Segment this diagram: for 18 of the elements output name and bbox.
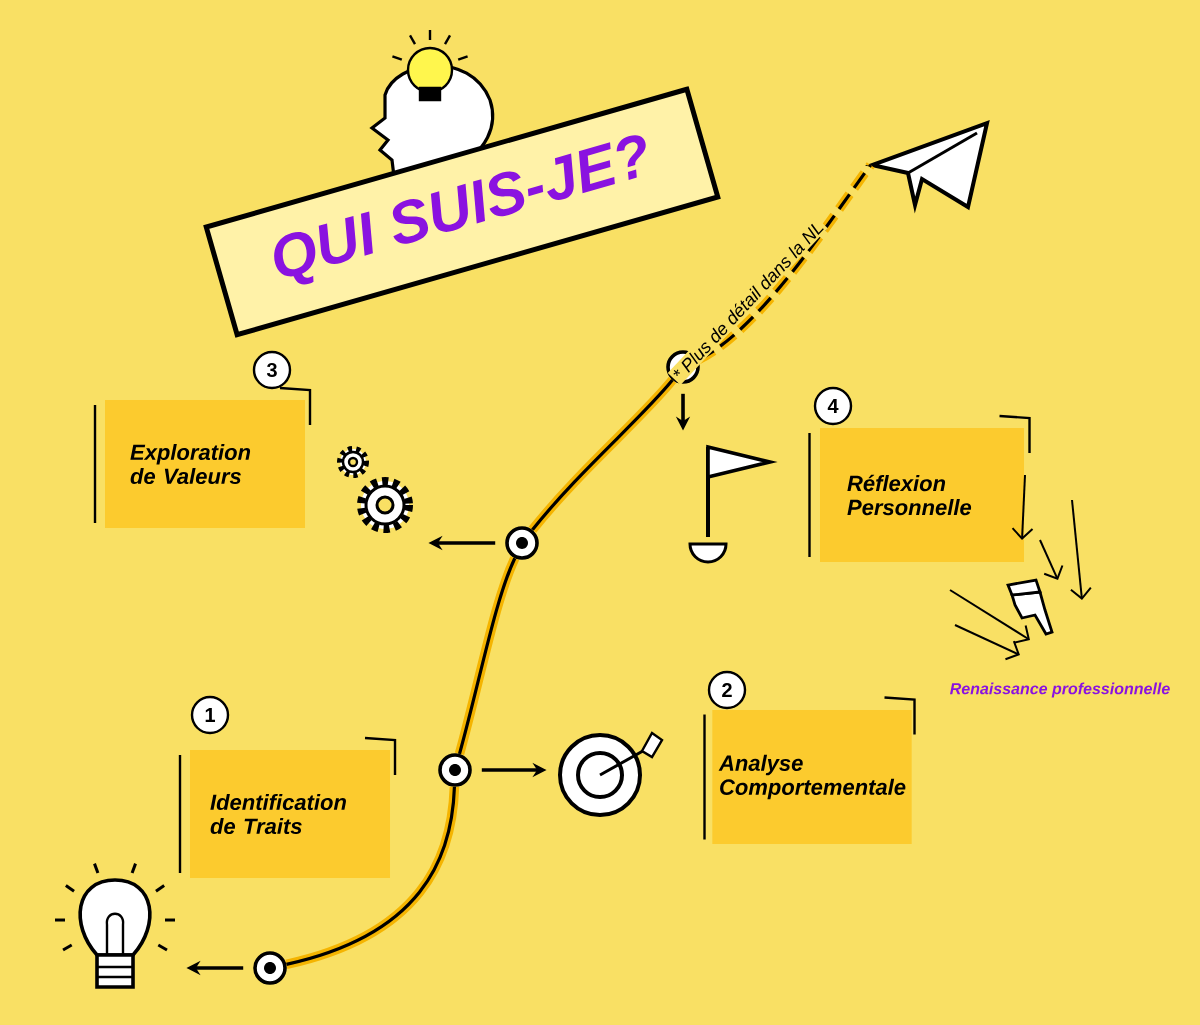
- step-box: Exploration de Valeurs: [105, 400, 305, 528]
- lightbulb-icon: [55, 863, 175, 989]
- path-line: [454, 556, 520, 756]
- waypoint-dot: [505, 526, 539, 560]
- waypoint-dot: [438, 753, 472, 787]
- step-number: 2: [707, 670, 747, 710]
- step-box: Réflexion Personnelle: [820, 428, 1024, 562]
- step-box: Analyse Comportementale: [712, 710, 912, 844]
- path-line: [528, 376, 677, 533]
- gears-icon: [337, 446, 413, 533]
- path-line: [285, 786, 460, 970]
- target-icon: [558, 731, 664, 817]
- caption-text: Renaissance professionnelle: [950, 682, 1170, 698]
- waypoint-dot: [253, 951, 287, 985]
- step-box: Identification de Traits: [190, 750, 390, 878]
- step-number: 4: [813, 386, 853, 426]
- step-number: 1: [190, 695, 230, 735]
- step-number: 3: [252, 350, 292, 390]
